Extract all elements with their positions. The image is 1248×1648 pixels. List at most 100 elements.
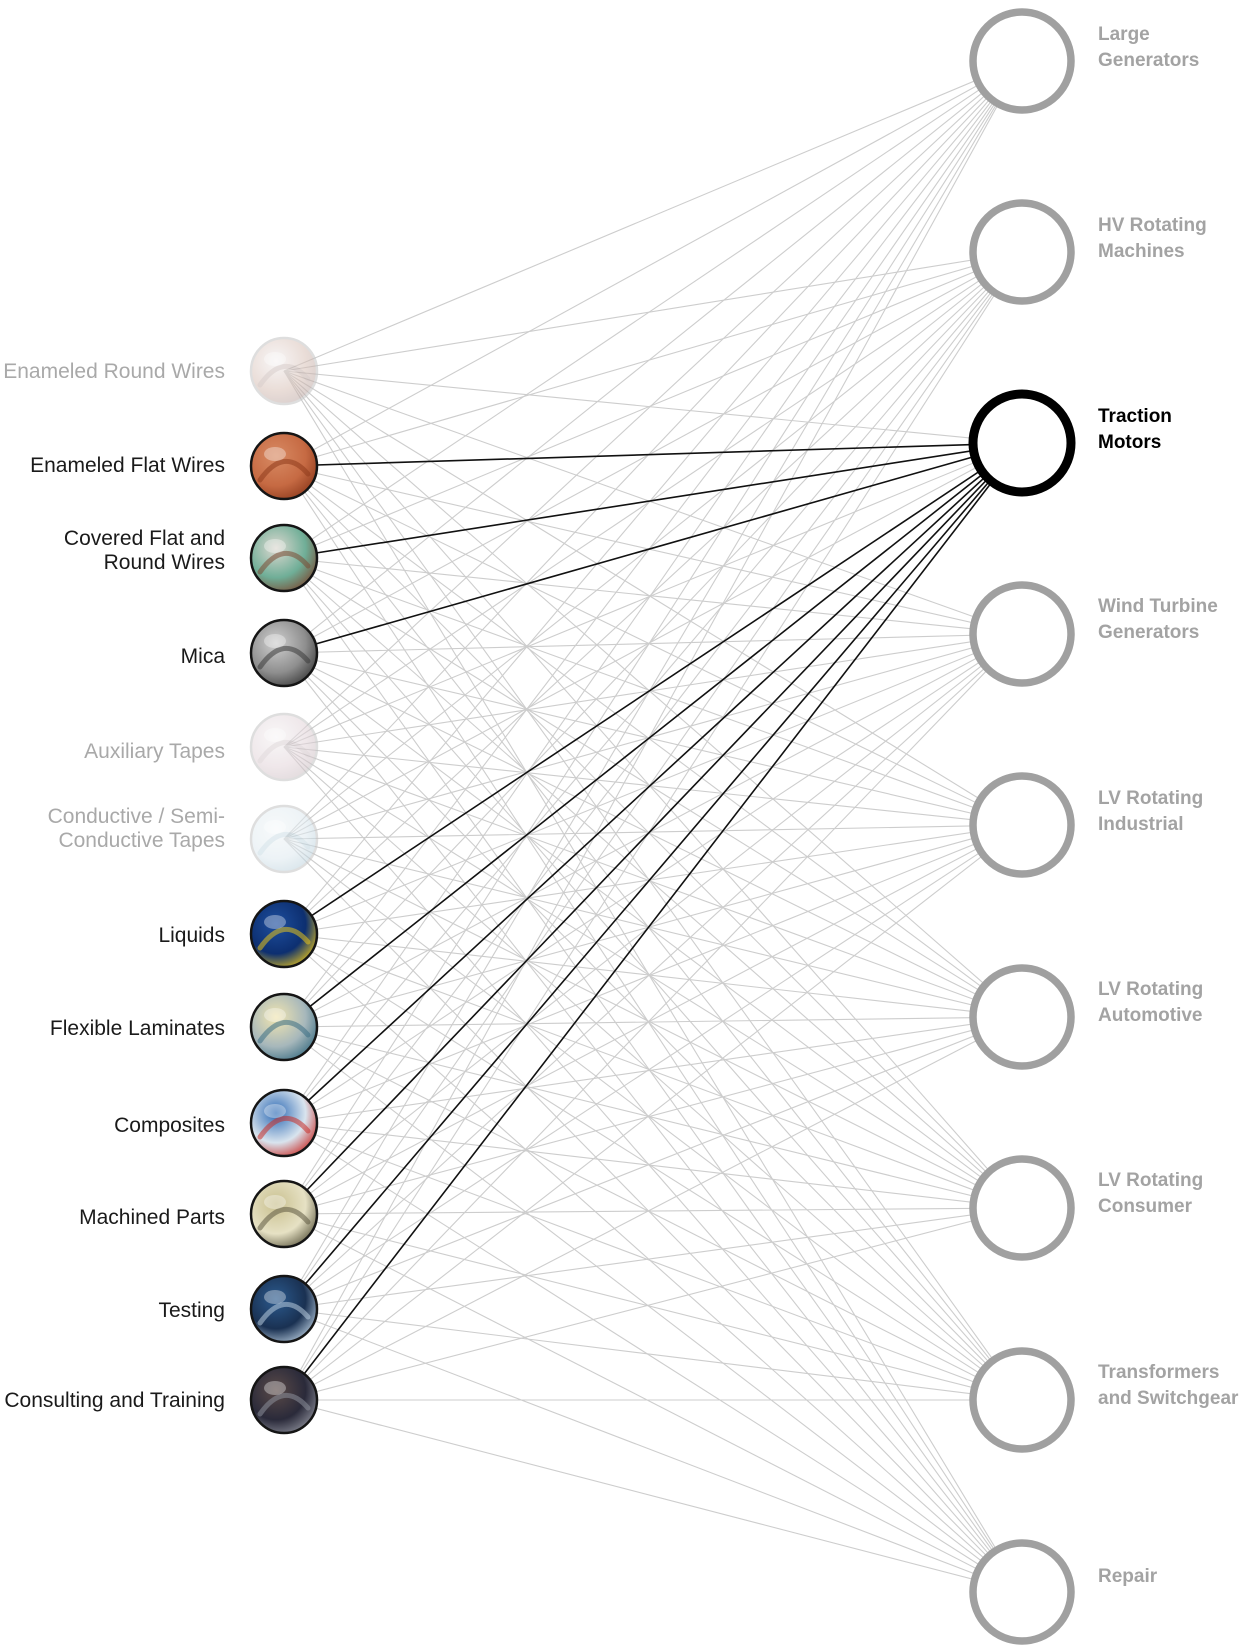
consulting-training-icon-texture (257, 1392, 311, 1417)
auxiliary-tapes-node[interactable] (249, 712, 319, 782)
enameled-flat-wires-icon (249, 431, 319, 501)
hv-rotating-machines-label[interactable]: HV Rotating Machines (1098, 215, 1207, 262)
connection-line-mica-to-wind-turbine-generators (283, 633, 1023, 654)
flexible-laminates-label[interactable]: Flexible Laminates (49, 1017, 225, 1040)
connection-line-consulting-training-to-lv-rotating-industrial (283, 824, 1023, 1401)
connection-line-liquids-to-lv-rotating-consumer (283, 933, 1023, 1209)
connection-line-mica-to-large-generators (283, 60, 1023, 654)
enameled-round-wires-label[interactable]: Enameled Round Wires (3, 360, 225, 383)
traction-motors-label[interactable]: Traction Motors (1098, 406, 1172, 453)
connection-line-mica-to-hv-rotating-machines (283, 251, 1023, 654)
testing-node[interactable] (249, 1274, 319, 1344)
connection-line-liquids-to-lv-rotating-industrial (283, 824, 1023, 935)
connection-line-auxiliary-tapes-to-hv-rotating-machines (283, 251, 1023, 748)
product-nodes (249, 336, 319, 1435)
mica-label[interactable]: Mica (180, 645, 225, 668)
auxiliary-tapes-label[interactable]: Auxiliary Tapes (84, 740, 225, 763)
covered-wires-icon-highlight (264, 539, 286, 553)
lv-rotating-consumer-label[interactable]: LV Rotating Consumer (1098, 1170, 1204, 1217)
connection-line-enameled-round-wires-to-wind-turbine-generators (283, 370, 1023, 635)
flexible-laminates-node[interactable] (249, 992, 319, 1062)
enameled-flat-wires-icon-texture (257, 458, 311, 483)
wind-turbine-generators-ring[interactable] (969, 581, 1075, 687)
connection-line-conductive-tapes-to-large-generators (283, 60, 1023, 840)
enameled-flat-wires-icon-highlight (264, 447, 286, 461)
connection-line-composites-to-wind-turbine-generators (283, 633, 1023, 1124)
wind-turbine-generators-label[interactable]: Wind Turbine Generators (1098, 596, 1218, 643)
connection-line-auxiliary-tapes-to-repair (283, 746, 1023, 1593)
connection-line-testing-to-transformers-switchgear (283, 1308, 1023, 1401)
connection-line-mica-to-repair (283, 652, 1023, 1593)
connection-line-composites-to-lv-rotating-industrial (283, 824, 1023, 1124)
liquids-label[interactable]: Liquids (158, 924, 225, 947)
connection-line-composites-to-repair (283, 1122, 1023, 1593)
enameled-round-wires-icon-highlight (264, 352, 286, 366)
connection-line-conductive-tapes-to-repair (283, 838, 1023, 1593)
connection-line-consulting-training-to-hv-rotating-machines (283, 251, 1023, 1401)
large-generators-ring[interactable] (969, 8, 1075, 114)
connection-line-covered-flat-round-wires-to-transformers-switchgear (283, 557, 1023, 1401)
connection-line-consulting-training-to-lv-rotating-consumer (283, 1207, 1023, 1401)
connection-line-composites-to-hv-rotating-machines (283, 251, 1023, 1124)
connection-line-enameled-flat-wires-to-repair (283, 465, 1023, 1593)
connection-line-enameled-flat-wires-to-lv-rotating-automotive (283, 465, 1023, 1018)
connection-line-composites-to-lv-rotating-automotive (283, 1016, 1023, 1124)
connection-line-enameled-round-wires-to-repair (283, 370, 1023, 1593)
traction-motors-ring[interactable] (968, 389, 1076, 497)
repair-label[interactable]: Repair (1098, 1566, 1158, 1587)
composites-icon-highlight (264, 1104, 286, 1118)
lv-rotating-consumer-ring[interactable] (969, 1155, 1075, 1261)
covered-flat-round-wires-node[interactable] (249, 523, 319, 593)
composites-label[interactable]: Composites (114, 1114, 225, 1137)
enameled-round-wires-node[interactable] (249, 336, 319, 406)
composites-node[interactable] (249, 1088, 319, 1158)
lv-rotating-industrial-ring[interactable] (969, 772, 1075, 878)
covered-flat-round-wires-label[interactable]: Covered Flat and Round Wires (63, 527, 225, 574)
hv-rotating-machines-ring[interactable] (969, 199, 1075, 305)
connection-line-flexible-laminates-to-hv-rotating-machines (283, 251, 1023, 1028)
connection-line-liquids-to-lv-rotating-automotive (283, 933, 1023, 1018)
connection-line-flexible-laminates-to-lv-rotating-industrial (283, 824, 1023, 1028)
transformers-switchgear-label[interactable]: Transformers and Switchgear (1098, 1362, 1239, 1409)
mica-node[interactable] (249, 618, 319, 688)
connection-line-covered-flat-round-wires-to-wind-turbine-generators (283, 557, 1023, 635)
consulting-training-label[interactable]: Consulting and Training (4, 1389, 225, 1412)
connection-line-composites-to-traction-motors (283, 442, 1023, 1124)
transformers-switchgear-ring[interactable] (969, 1347, 1075, 1453)
connection-line-liquids-to-repair (283, 933, 1023, 1593)
connection-line-conductive-tapes-to-hv-rotating-machines (283, 251, 1023, 840)
connection-line-flexible-laminates-to-repair (283, 1026, 1023, 1593)
connection-line-conductive-tapes-to-wind-turbine-generators (283, 633, 1023, 840)
liquids-node[interactable] (249, 899, 319, 969)
lv-rotating-automotive-ring[interactable] (969, 964, 1075, 1070)
connection-line-enameled-flat-wires-to-lv-rotating-consumer (283, 465, 1023, 1209)
large-generators-label[interactable]: Large Generators (1098, 24, 1200, 71)
connection-line-covered-flat-round-wires-to-hv-rotating-machines (283, 251, 1023, 559)
connection-line-enameled-flat-wires-to-lv-rotating-industrial (283, 465, 1023, 826)
connection-line-mica-to-lv-rotating-industrial (283, 652, 1023, 826)
mica-icon (249, 618, 319, 688)
liquids-icon (249, 899, 319, 969)
testing-label[interactable]: Testing (158, 1299, 225, 1322)
conductive-tapes-icon-highlight (264, 820, 286, 834)
consulting-training-node[interactable] (249, 1365, 319, 1435)
auxiliary-tapes-icon-highlight (264, 728, 286, 742)
machined-parts-node[interactable] (249, 1179, 319, 1249)
connection-line-testing-to-repair (283, 1308, 1023, 1593)
machined-parts-label[interactable]: Machined Parts (79, 1206, 225, 1229)
repair-ring[interactable] (969, 1539, 1075, 1645)
connection-line-auxiliary-tapes-to-lv-rotating-industrial (283, 746, 1023, 826)
inactive-connection-lines (283, 60, 1023, 1593)
connection-line-covered-flat-round-wires-to-repair (283, 557, 1023, 1593)
connection-line-enameled-flat-wires-to-transformers-switchgear (283, 465, 1023, 1401)
connection-line-machined-parts-to-wind-turbine-generators (283, 633, 1023, 1215)
connection-line-consulting-training-to-traction-motors (283, 442, 1023, 1401)
enameled-flat-wires-node[interactable] (249, 431, 319, 501)
conductive-tapes-node[interactable] (249, 804, 319, 874)
lv-rotating-automotive-label[interactable]: LV Rotating Automotive (1098, 979, 1204, 1026)
conductive-tapes-label[interactable]: Conductive / Semi- Conductive Tapes (47, 805, 225, 852)
enameled-flat-wires-label[interactable]: Enameled Flat Wires (30, 454, 225, 477)
machined-parts-icon-texture (257, 1206, 311, 1231)
lv-rotating-industrial-label[interactable]: LV Rotating Industrial (1098, 788, 1204, 835)
connection-line-consulting-training-to-large-generators (283, 60, 1023, 1401)
